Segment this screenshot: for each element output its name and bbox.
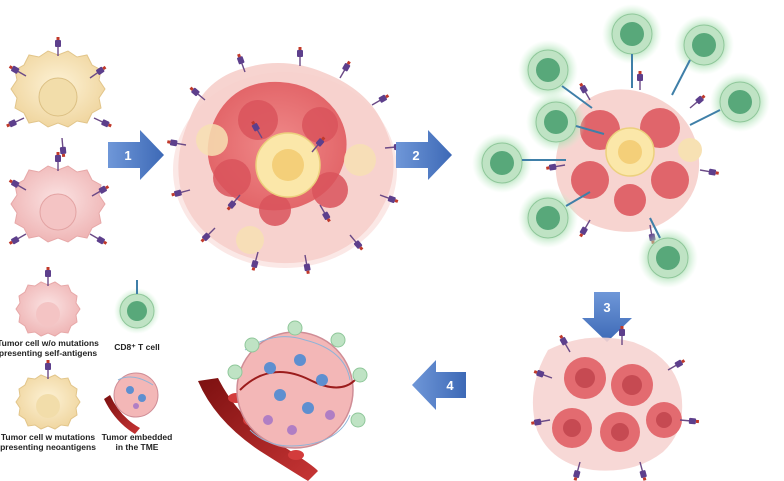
legend-t-cell-caption: CD8⁺ T cell (114, 342, 160, 352)
t-cell (602, 4, 662, 64)
neoantigen-tumor-cell (4, 36, 114, 158)
step-4-label: 4 (446, 378, 454, 393)
legend-neoantigen-icon (15, 359, 81, 430)
step-1-label: 1 (124, 148, 131, 163)
self-antigen-tumor-cell (7, 151, 111, 247)
legend-tme-caption: Tumor embedded in the TME (101, 432, 173, 452)
t-cell-group (472, 4, 770, 288)
immune-attack-tumor (545, 70, 720, 245)
t-cell (710, 72, 770, 132)
t-cell (526, 92, 586, 152)
escaped-tumor-cells (530, 325, 700, 481)
step-2-label: 2 (412, 148, 419, 163)
t-cell (674, 15, 734, 75)
tcr-antigen-contacts (522, 54, 721, 239)
step-4-arrow: 4 (412, 360, 466, 410)
step-1-arrow: 1 (108, 130, 164, 180)
legend-neoantigen-caption: Tumor cell w mutations presenting neoant… (0, 432, 96, 452)
t-cell (518, 188, 578, 248)
t-cell (472, 133, 532, 193)
tumor-mass (166, 46, 405, 275)
legend-self-antigen-caption: Tumor cell w/o mutations presenting self… (0, 338, 99, 358)
tumor-in-microenvironment (198, 320, 368, 481)
legend-self-antigen-icon (15, 266, 81, 337)
step-3-label: 3 (603, 300, 610, 315)
step-2-arrow: 2 (396, 130, 452, 180)
t-cell (638, 228, 698, 288)
legend-t-cell-icon (114, 280, 160, 334)
legend-tme-icon (104, 372, 159, 434)
t-cell (518, 40, 578, 100)
